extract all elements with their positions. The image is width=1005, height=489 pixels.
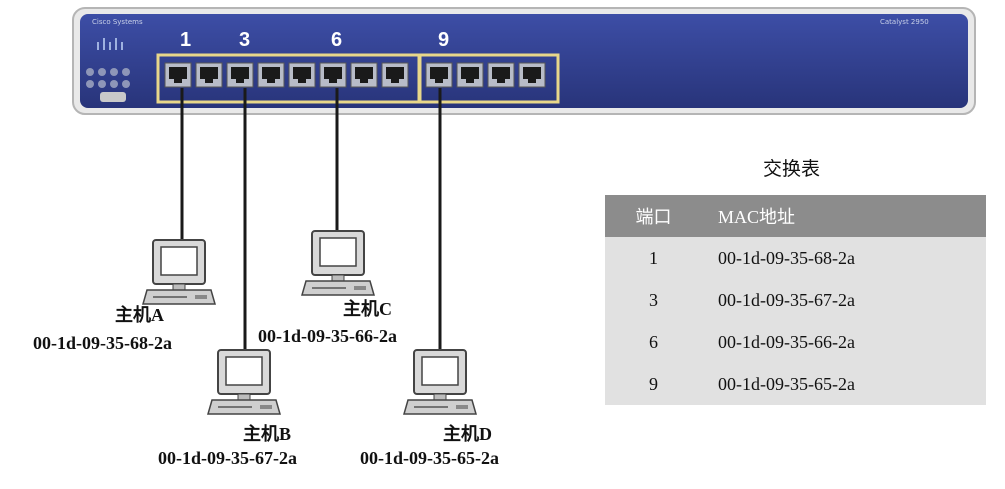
host-c: 主机C 00-1d-09-35-66-2a bbox=[258, 230, 397, 346]
host-b-mac: 00-1d-09-35-67-2a bbox=[158, 448, 297, 468]
mode-button-icon bbox=[100, 92, 126, 102]
port-number-9: 9 bbox=[438, 29, 449, 51]
port-number-6: 6 bbox=[331, 29, 342, 51]
host-a-name: 主机A bbox=[115, 304, 164, 325]
port-number-3: 3 bbox=[239, 29, 250, 51]
host-c-mac: 00-1d-09-35-66-2a bbox=[258, 326, 397, 346]
host-a-mac: 00-1d-09-35-68-2a bbox=[33, 333, 172, 353]
row-mac: 00-1d-09-35-66-2a bbox=[702, 321, 986, 363]
table-row: 3 00-1d-09-35-67-2a bbox=[605, 279, 986, 321]
cisco-logo-icon bbox=[97, 38, 123, 50]
host-d: 主机D 00-1d-09-35-65-2a bbox=[360, 349, 499, 468]
row-port: 6 bbox=[605, 321, 702, 363]
row-mac: 00-1d-09-35-67-2a bbox=[702, 279, 986, 321]
table-header-row: 端口 MAC地址 bbox=[605, 195, 986, 237]
switch-table: 端口 MAC地址 1 00-1d-09-35-68-2a 3 00-1d-09-… bbox=[605, 195, 986, 405]
switch-model: Catalyst 2950 bbox=[880, 18, 929, 26]
host-b-name: 主机B bbox=[243, 423, 291, 444]
network-switch: Cisco Systems Catalyst 2950 bbox=[72, 7, 976, 115]
host-d-name: 主机D bbox=[443, 423, 492, 444]
host-c-name: 主机C bbox=[343, 298, 392, 319]
header-mac: MAC地址 bbox=[702, 195, 986, 237]
host-d-mac: 00-1d-09-35-65-2a bbox=[360, 448, 499, 468]
host-a: 主机A 00-1d-09-35-68-2a bbox=[33, 239, 216, 353]
row-mac: 00-1d-09-35-68-2a bbox=[702, 237, 986, 279]
row-port: 9 bbox=[605, 363, 702, 405]
table-row: 6 00-1d-09-35-66-2a bbox=[605, 321, 986, 363]
computer-icon bbox=[142, 239, 216, 305]
header-port: 端口 bbox=[605, 195, 702, 237]
table-row: 9 00-1d-09-35-65-2a bbox=[605, 363, 986, 405]
host-b: 主机B 00-1d-09-35-67-2a bbox=[158, 349, 297, 468]
ethernet-ports bbox=[164, 62, 546, 88]
switch-table-title: 交换表 bbox=[763, 159, 821, 180]
status-led-icon bbox=[86, 68, 130, 88]
port-group-2 bbox=[418, 53, 560, 104]
switch-brand: Cisco Systems bbox=[92, 18, 143, 26]
cables bbox=[180, 88, 442, 352]
table-row: 1 00-1d-09-35-68-2a bbox=[605, 237, 986, 279]
computer-icon bbox=[403, 349, 477, 415]
computer-icon bbox=[207, 349, 281, 415]
row-port: 1 bbox=[605, 237, 702, 279]
port-number-1: 1 bbox=[180, 29, 191, 51]
row-mac: 00-1d-09-35-65-2a bbox=[702, 363, 986, 405]
computer-icon bbox=[301, 230, 375, 296]
row-port: 3 bbox=[605, 279, 702, 321]
